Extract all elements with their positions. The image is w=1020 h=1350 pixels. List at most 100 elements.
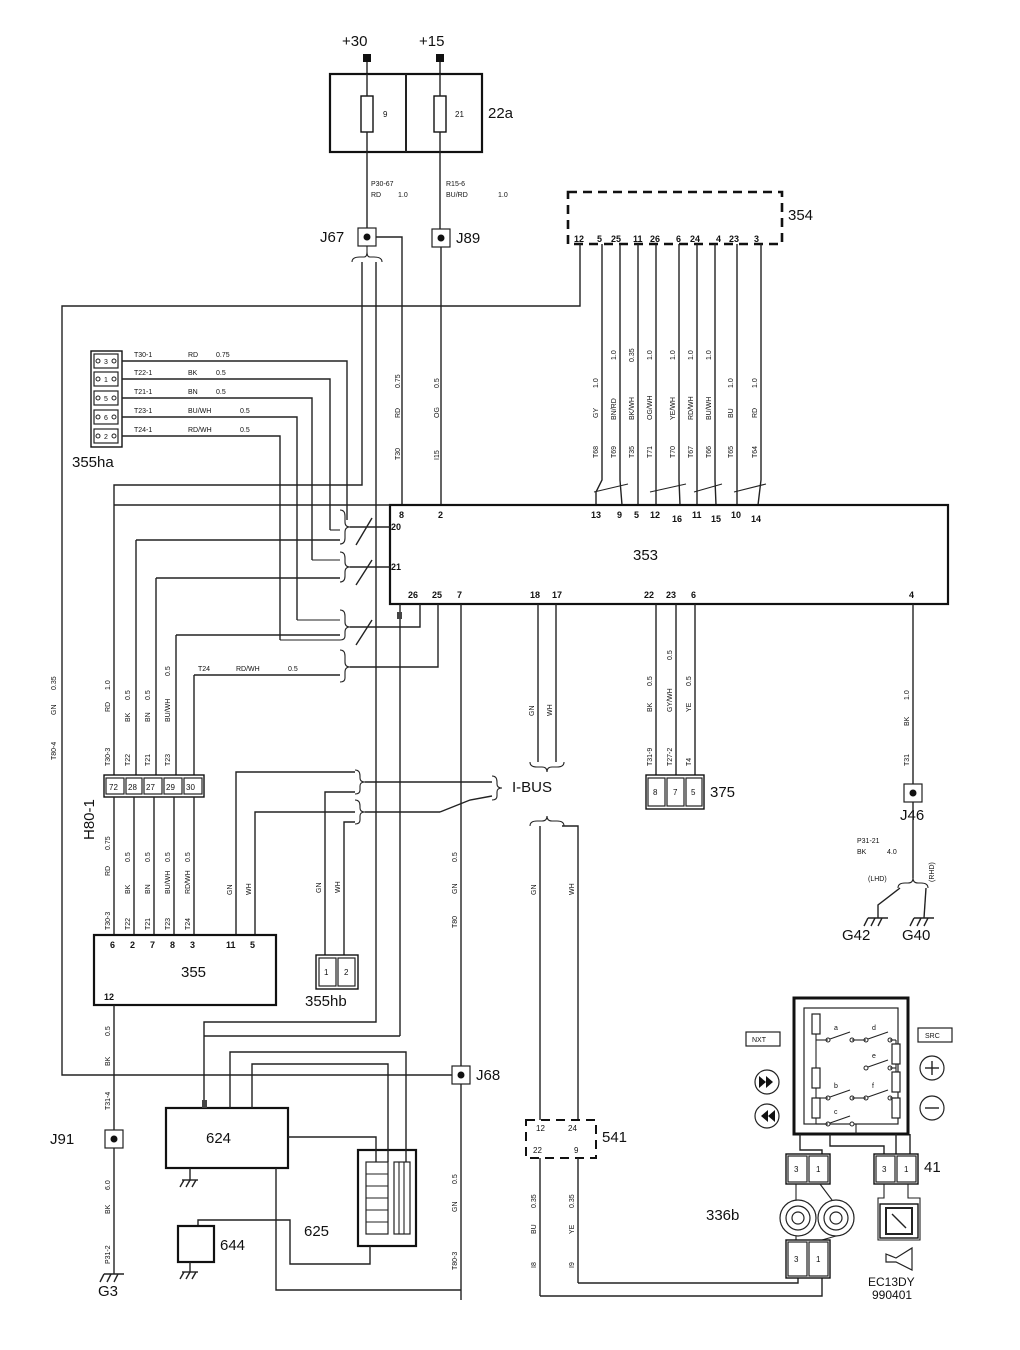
- svg-text:17: 17: [552, 590, 562, 600]
- svg-text:5: 5: [597, 234, 602, 244]
- connector-41-top: 3 1 41: [873, 1153, 941, 1185]
- svg-text:T70: T70: [670, 446, 677, 458]
- svg-text:d: d: [872, 1025, 876, 1032]
- splice-j67: J67: [320, 227, 377, 247]
- svg-text:P31-2: P31-2: [105, 1245, 112, 1264]
- svg-text:BK: BK: [105, 1204, 112, 1214]
- svg-text:BK: BK: [125, 884, 132, 894]
- svg-text:GN: GN: [51, 705, 58, 716]
- svg-text:0.5: 0.5: [647, 676, 654, 686]
- svg-text:b: b: [834, 1083, 838, 1090]
- svg-text:0.5: 0.5: [145, 690, 152, 700]
- svg-text:5: 5: [250, 940, 255, 950]
- svg-text:J91: J91: [50, 1131, 74, 1148]
- svg-text:1: 1: [104, 377, 108, 384]
- svg-text:8: 8: [653, 788, 658, 797]
- svg-text:0.35: 0.35: [51, 676, 58, 690]
- svg-text:0.5: 0.5: [240, 427, 250, 434]
- svg-text:OG/WH: OG/WH: [647, 396, 654, 421]
- svg-text:25: 25: [611, 234, 621, 244]
- svg-text:T21: T21: [145, 918, 152, 930]
- svg-text:0.5: 0.5: [288, 666, 298, 673]
- svg-text:1: 1: [816, 1255, 821, 1264]
- svg-text:0.5: 0.5: [105, 1026, 112, 1036]
- svg-text:18: 18: [530, 590, 540, 600]
- svg-text:0.5: 0.5: [686, 676, 693, 686]
- svg-text:22: 22: [644, 590, 654, 600]
- svg-text:J89: J89: [456, 230, 480, 247]
- i-bus: GN WH I-BUS GN WH GN WH: [227, 604, 579, 1120]
- connector-h80-1: 72 28 27 29 30 H80-1: [81, 774, 205, 840]
- svg-text:BU/WH: BU/WH: [706, 397, 713, 420]
- svg-text:BK: BK: [904, 716, 911, 726]
- splice-j89: J89: [431, 228, 480, 248]
- svg-text:11: 11: [226, 940, 236, 950]
- svg-text:BU: BU: [531, 1224, 538, 1234]
- svg-text:T64: T64: [752, 446, 759, 458]
- svg-text:6.0: 6.0: [105, 1180, 112, 1190]
- svg-text:BN/RD: BN/RD: [611, 398, 618, 420]
- module-353-left-pins: 20 21: [391, 522, 401, 572]
- svg-text:14: 14: [751, 514, 761, 524]
- svg-text:T23-1: T23-1: [134, 408, 152, 415]
- svg-text:f: f: [872, 1083, 874, 1090]
- svg-text:24: 24: [690, 234, 700, 244]
- module-354: 354 12 5 25 11 26 6 24 4 23 3: [566, 190, 813, 246]
- plus-icon: [919, 1055, 945, 1081]
- svg-text:990401: 990401: [872, 1288, 912, 1302]
- svg-text:BU/WH: BU/WH: [188, 408, 211, 415]
- horn-icon: [885, 1246, 913, 1271]
- connector-375: 0.5 BK T31-9 0.5 GY/WH T27-2 0.5 YE T4 8…: [645, 604, 735, 810]
- svg-text:12: 12: [650, 510, 660, 520]
- svg-text:T67: T67: [688, 446, 695, 458]
- svg-text:GY/WH: GY/WH: [667, 688, 674, 712]
- svg-text:1.0: 1.0: [688, 350, 695, 360]
- src-button: SRC: [917, 1027, 953, 1043]
- svg-text:0.5: 0.5: [185, 852, 192, 862]
- svg-text:P31-21: P31-21: [857, 838, 880, 845]
- svg-text:GN: GN: [227, 885, 234, 896]
- module-353-id: 353: [633, 547, 658, 564]
- svg-text:1.0: 1.0: [105, 680, 112, 690]
- svg-text:6: 6: [110, 940, 115, 950]
- svg-text:T4: T4: [686, 758, 693, 766]
- svg-text:6: 6: [104, 415, 108, 422]
- svg-text:WH: WH: [246, 883, 253, 895]
- svg-text:5: 5: [104, 396, 108, 403]
- svg-text:BU/RD: BU/RD: [446, 192, 468, 199]
- svg-text:T21-1: T21-1: [134, 389, 152, 396]
- svg-text:1.0: 1.0: [398, 192, 408, 199]
- svg-text:5: 5: [634, 510, 639, 520]
- fuse-b-number: 21: [455, 110, 464, 119]
- svg-text:0.5: 0.5: [125, 852, 132, 862]
- component-625: 625: [197, 1051, 461, 1291]
- svg-text:16: 16: [672, 514, 682, 524]
- svg-text:2: 2: [130, 940, 135, 950]
- fuse-a-number: 9: [383, 110, 388, 119]
- junction-braces-353-left: T24 RD/WH 0.5: [114, 504, 439, 775]
- svg-text:RD: RD: [105, 702, 112, 712]
- svg-text:J68: J68: [476, 1067, 500, 1084]
- svg-text:T30-1: T30-1: [134, 352, 152, 359]
- svg-text:1: 1: [324, 968, 329, 977]
- svg-text:26: 26: [408, 590, 418, 600]
- svg-text:23: 23: [729, 234, 739, 244]
- svg-text:T65: T65: [728, 446, 735, 458]
- svg-text:3: 3: [794, 1255, 799, 1264]
- svg-text:0.5: 0.5: [216, 389, 226, 396]
- plus15-label: +15: [419, 33, 444, 50]
- svg-text:T30: T30: [395, 448, 402, 460]
- i-bus-label: I-BUS: [512, 779, 552, 796]
- svg-text:12: 12: [536, 1124, 545, 1133]
- svg-text:7: 7: [150, 940, 155, 950]
- svg-text:BN: BN: [145, 712, 152, 722]
- wire-t804-label: 0.35 GN T80-4: [51, 676, 58, 760]
- svg-text:12: 12: [104, 992, 114, 1002]
- svg-text:7: 7: [457, 590, 462, 600]
- svg-text:11: 11: [692, 510, 702, 520]
- svg-text:21: 21: [391, 562, 401, 572]
- svg-text:BK: BK: [125, 712, 132, 722]
- svg-text:0.5: 0.5: [452, 1174, 459, 1184]
- svg-text:T69: T69: [611, 446, 618, 458]
- svg-text:T22: T22: [125, 918, 132, 930]
